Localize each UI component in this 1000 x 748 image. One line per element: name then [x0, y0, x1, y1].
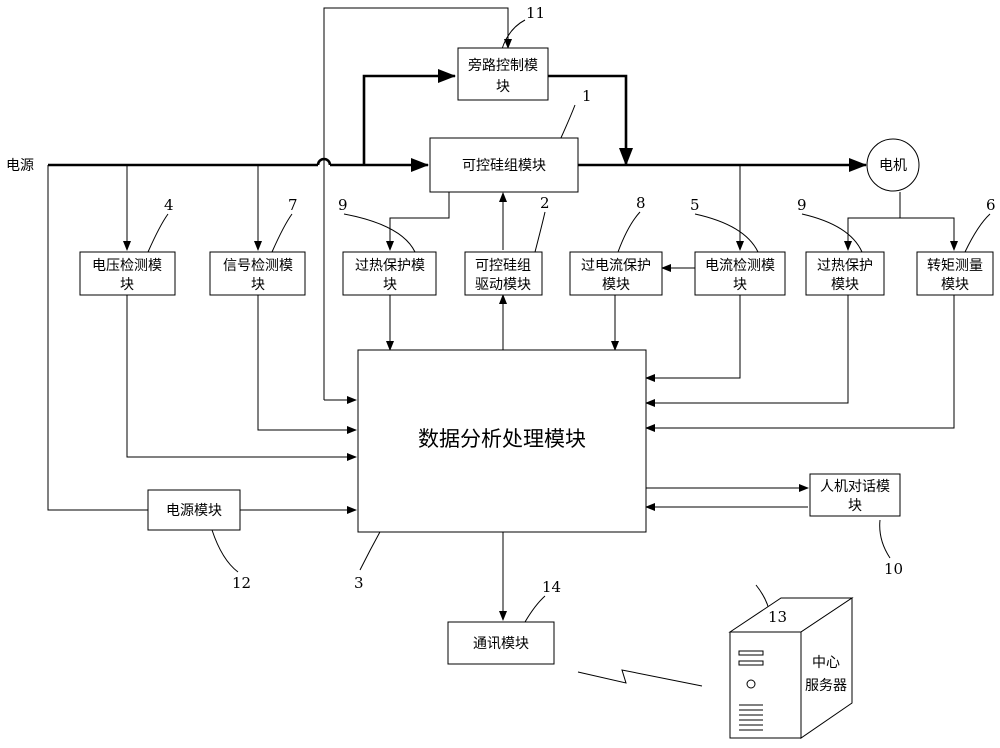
svg-text:电源: 电源 [6, 158, 34, 174]
svg-text:驱动模块: 驱动模块 [475, 277, 531, 293]
connector-lines [47, 7, 958, 687]
ref-1: 1 [582, 87, 592, 105]
current-detect-module: 电流检测模 块 [694, 251, 786, 296]
ref-5: 5 [690, 196, 700, 214]
voltage-detect-module: 电压检测模 块 [79, 251, 176, 296]
signal-detect-module: 信号检测模 块 [209, 251, 306, 296]
svg-text:电流检测模: 电流检测模 [705, 258, 775, 274]
svg-text:模块: 模块 [831, 277, 859, 293]
svg-text:块: 块 [251, 277, 265, 293]
svg-text:数据分析处理模块: 数据分析处理模块 [418, 427, 586, 451]
ref-8: 8 [636, 194, 646, 212]
svg-text:过电流保护: 过电流保护 [581, 258, 651, 274]
ref-9b: 9 [797, 196, 807, 214]
svg-text:过热保护模: 过热保护模 [355, 258, 425, 274]
ref-4: 4 [164, 196, 174, 214]
thyristor-drive-module: 可控硅组 驱动模块 [464, 251, 543, 296]
svg-text:电源模块: 电源模块 [166, 503, 222, 519]
overcurrent-protect-module: 过电流保护 模块 [569, 251, 663, 296]
torque-measure-module: 转矩测量 模块 [916, 251, 994, 296]
ref-11: 11 [526, 4, 545, 22]
main-power-bus [48, 69, 867, 172]
wireless-link-icon [577, 669, 703, 687]
power-source-label: 电源 [6, 158, 34, 174]
svg-text:块: 块 [848, 498, 862, 514]
central-server-icon: 中心 服务器 [728, 597, 854, 739]
svg-text:电机: 电机 [879, 158, 907, 174]
hmi-module: 人机对话模 块 [809, 473, 901, 517]
svg-text:电压检测模: 电压检测模 [92, 258, 162, 274]
svg-text:块: 块 [120, 277, 134, 293]
ref-13: 13 [768, 608, 787, 626]
svg-text:可控硅组: 可控硅组 [475, 258, 531, 274]
data-analysis-module: 数据分析处理模块 [357, 349, 647, 533]
svg-text:模块: 模块 [941, 277, 969, 293]
bypass-control-module: 旁路控制模 块 [457, 47, 549, 101]
motor: 电机 [866, 138, 920, 192]
thyristor-group-module: 可控硅组模块 [429, 137, 579, 193]
svg-text:块: 块 [496, 79, 510, 95]
server-label-line-1: 中心 [812, 655, 840, 671]
ref-10: 10 [884, 560, 903, 578]
comm-module: 通讯模块 [447, 621, 555, 665]
ref-2: 2 [540, 194, 550, 212]
ref-7: 7 [288, 196, 298, 214]
leader-lines [147, 19, 991, 623]
ref-6: 6 [986, 196, 996, 214]
svg-text:信号检测模: 信号检测模 [223, 258, 293, 274]
reference-numbers: 1 2 3 4 5 6 7 8 9 9 10 11 12 13 14 [164, 4, 996, 626]
svg-text:人机对话模: 人机对话模 [820, 479, 890, 495]
svg-text:块: 块 [383, 277, 397, 293]
overheat-protect-module-2: 过热保护 模块 [805, 251, 885, 296]
svg-text:转矩测量: 转矩测量 [927, 258, 983, 274]
server-label-line-2: 服务器 [805, 678, 847, 694]
svg-text:过热保护: 过热保护 [817, 258, 873, 274]
power-module: 电源模块 [147, 489, 241, 531]
svg-text:块: 块 [733, 277, 747, 293]
svg-text:模块: 模块 [602, 277, 630, 293]
ref-12: 12 [232, 574, 251, 592]
svg-text:旁路控制模: 旁路控制模 [468, 57, 538, 74]
ref-3: 3 [354, 574, 364, 592]
ref-9a: 9 [338, 196, 348, 214]
overheat-protect-module-1: 过热保护模 块 [342, 251, 437, 296]
svg-text:可控硅组模块: 可控硅组模块 [462, 158, 546, 174]
svg-text:通讯模块: 通讯模块 [473, 636, 529, 652]
ref-14: 14 [542, 578, 561, 596]
